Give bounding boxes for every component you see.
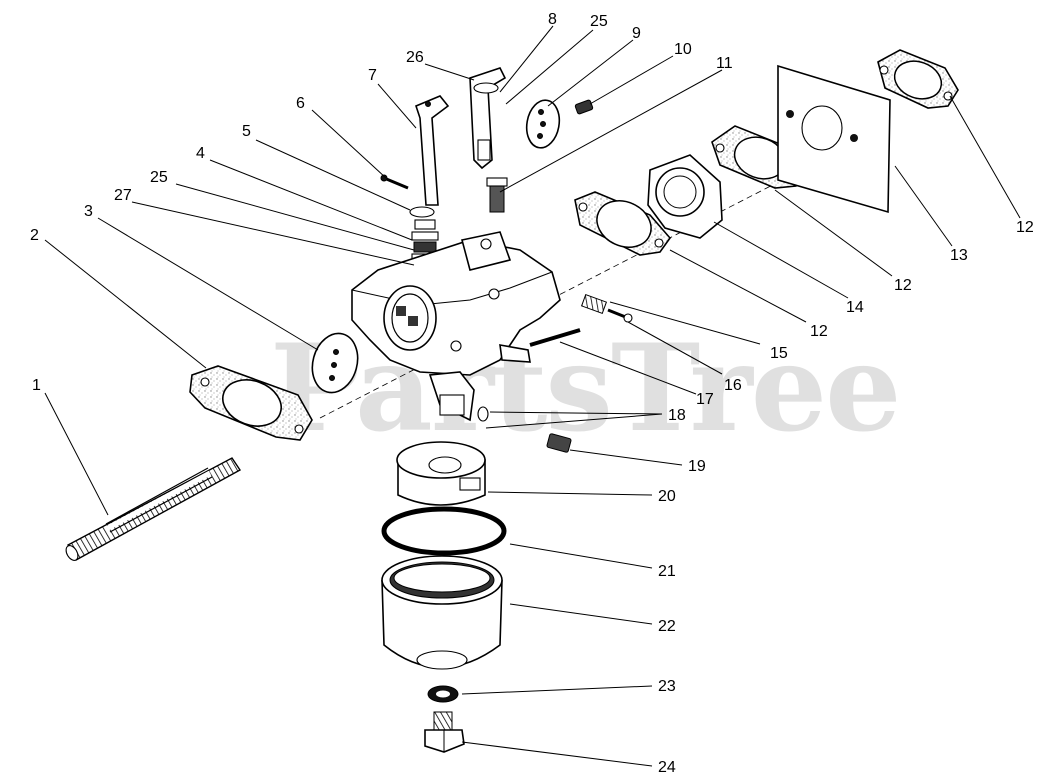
- callout-11: 11: [716, 55, 733, 72]
- callout-21: 21: [658, 563, 676, 580]
- callout-3: 3: [84, 203, 93, 220]
- part-7-choke-shaft: [415, 95, 450, 206]
- callout-6: 6: [296, 95, 305, 112]
- callout-2: 2: [30, 227, 39, 244]
- assembly-axis-line: [319, 139, 861, 419]
- part-15-spring: [580, 293, 608, 315]
- callout-14: 14: [846, 299, 864, 316]
- callout-25-b: 25: [150, 169, 168, 186]
- part-22-float-bowl: [381, 555, 503, 670]
- callout-23: 23: [658, 678, 676, 695]
- part-14-spacer: [647, 154, 723, 239]
- callout-5: 5: [242, 123, 251, 140]
- callout-12-c: 12: [810, 323, 828, 340]
- part-11-valve: [486, 177, 508, 213]
- callout-labels: 1 2 3 4 5 6 7 8 9 10 11 12 12 12 12 13 1…: [30, 11, 1034, 776]
- part-1-stud: [65, 457, 242, 561]
- callout-26: 26: [406, 49, 424, 66]
- part-8-throttle-shaft: [469, 67, 507, 170]
- callout-13: 13: [950, 247, 968, 264]
- part-5-washer: [409, 206, 435, 218]
- callout-12-b: 12: [894, 277, 912, 294]
- part-21-bowl-gasket: [381, 506, 507, 556]
- part-12-gasket-a: [574, 191, 672, 256]
- part-17-rod: [529, 328, 581, 347]
- part-19-screw: [546, 433, 572, 453]
- callout-9: 9: [632, 25, 641, 42]
- callout-19: 19: [688, 458, 706, 475]
- callout-25-a: 25: [590, 13, 608, 30]
- leader-lines: [44, 25, 1021, 767]
- part-10-screw: [574, 99, 594, 115]
- part-23-washer: [427, 685, 459, 703]
- callout-17: 17: [696, 391, 714, 408]
- callout-4: 4: [196, 145, 205, 162]
- part-2-gasket: [189, 365, 313, 441]
- callout-16: 16: [724, 377, 742, 394]
- part-13-plate: [777, 64, 891, 214]
- callout-24: 24: [658, 759, 676, 776]
- watermark-text: PartsTree: [270, 318, 899, 459]
- callout-27: 27: [114, 187, 132, 204]
- part-9-choke-plate: [525, 99, 561, 149]
- callout-8: 8: [548, 11, 557, 28]
- part-3-throttle-plate: [311, 332, 359, 394]
- part-24-bowl-bolt: [424, 711, 465, 753]
- callout-7: 7: [368, 67, 377, 84]
- part-20-float: [396, 441, 486, 506]
- callout-10: 10: [674, 41, 692, 58]
- part-12-gasket-c: [877, 49, 959, 109]
- callout-20: 20: [658, 488, 676, 505]
- callout-18: 18: [668, 407, 686, 424]
- callout-12-a: 12: [1016, 219, 1034, 236]
- callout-15: 15: [770, 345, 788, 362]
- part-18-o-ring: [477, 406, 489, 422]
- callout-22: 22: [658, 618, 676, 635]
- part-6-screw: [380, 174, 409, 190]
- callout-1: 1: [32, 377, 41, 394]
- carburetor-body: [351, 231, 561, 422]
